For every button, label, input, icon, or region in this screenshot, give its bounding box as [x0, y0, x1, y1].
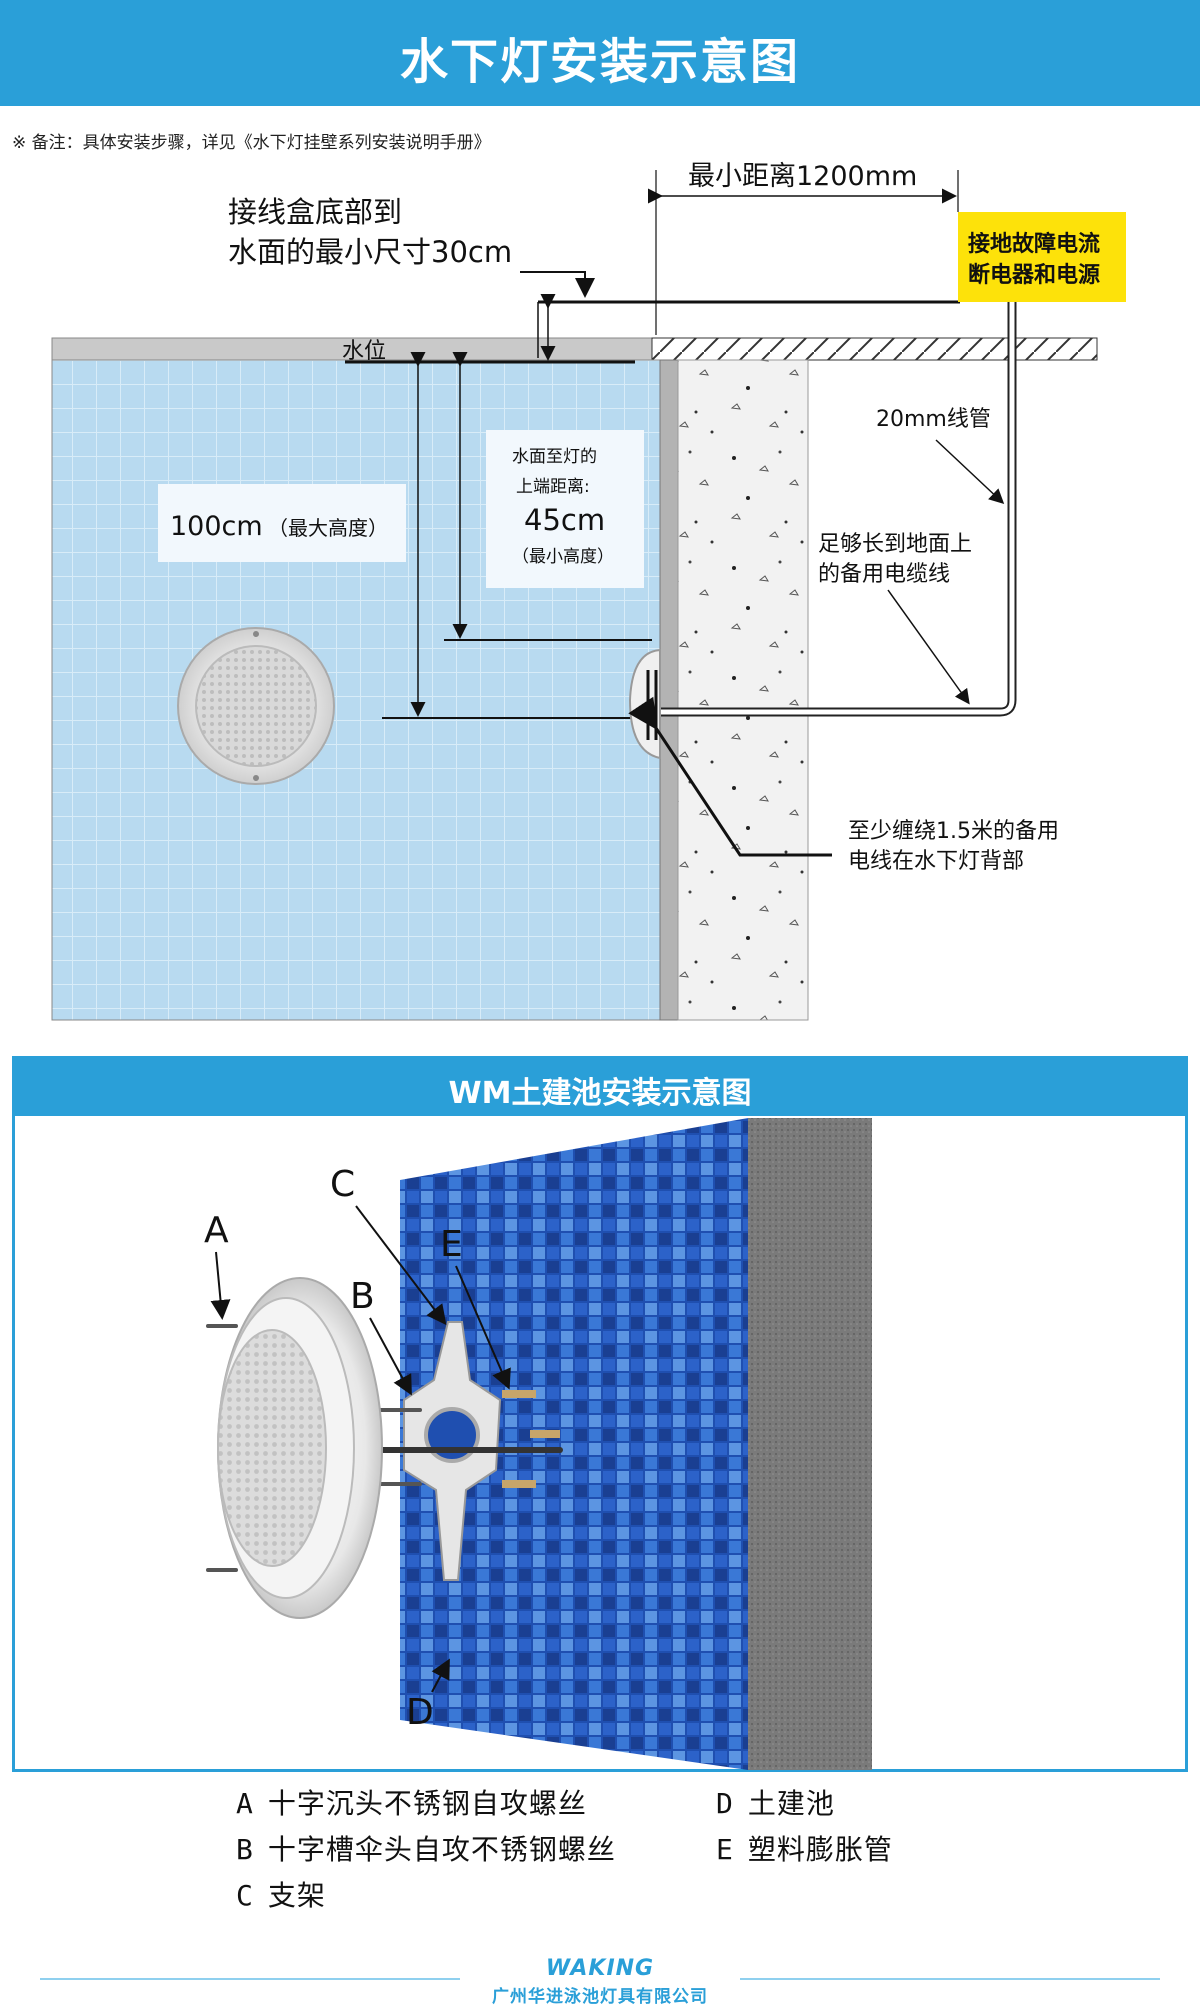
installation-note: ※ 备注：具体安装步骤，详见《水下灯挂壁系列安装说明手册》: [12, 133, 491, 153]
surface-to-light-note: （最小高度）: [512, 547, 614, 567]
company-name: 广州华进泳池灯具有限公司: [492, 1987, 708, 2007]
junction-box-label-line2: 水面的最小尺寸30cm: [228, 235, 512, 269]
lamp-front-view: [177, 627, 335, 785]
surface-to-light-box: [486, 430, 644, 588]
header-banner: 水下灯安装示意图: [0, 0, 1200, 106]
section2-frame: [12, 1116, 1188, 1772]
breaker-label-line1: 接地故障电流: [968, 231, 1100, 257]
max-height-box: [158, 484, 406, 562]
concrete-wall: [677, 359, 809, 1021]
surface-to-light-line1: 水面至灯的: [512, 447, 597, 467]
footer-line-right: [740, 1978, 1160, 1980]
installation-cross-section: 水位 接线盒底部到 水面的最小尺寸30cm 最小距离1200mm 接地故障电流 …: [51, 161, 1126, 1021]
breaker-box: [958, 212, 1126, 302]
pool-wall: [659, 359, 679, 1021]
coil-label-line1: 至少缠绕1.5米的备用: [848, 819, 1059, 844]
max-height-note: （最大高度）: [268, 516, 388, 540]
surface-to-light-line2: 上端距离:: [516, 477, 590, 497]
page-title: 水下灯安装示意图: [399, 34, 800, 90]
breaker-label-line2: 断电器和电源: [968, 262, 1100, 288]
brand-logo: WAKING: [545, 1956, 655, 1981]
spare-cable-label-line1: 足够长到地面上: [818, 532, 972, 557]
junction-box-label-line1: 接线盒底部到: [228, 195, 402, 229]
section2-title: WM土建池安装示意图: [448, 1076, 752, 1111]
max-height-value: 100cm: [170, 511, 263, 542]
ground-hatch: [651, 337, 1098, 361]
surface-to-light-value: 45cm: [524, 503, 605, 537]
coil-label-line2: 电线在水下灯背部: [848, 849, 1024, 874]
min-distance-label: 最小距离1200mm: [688, 161, 917, 192]
footer-line-left: [40, 1978, 460, 1980]
water-level-label: 水位: [342, 339, 386, 364]
section2-header: WM土建池安装示意图: [12, 1056, 1188, 1116]
spare-cable-label-line2: 的备用电缆线: [818, 562, 950, 587]
conduit-label: 20mm线管: [876, 407, 991, 432]
